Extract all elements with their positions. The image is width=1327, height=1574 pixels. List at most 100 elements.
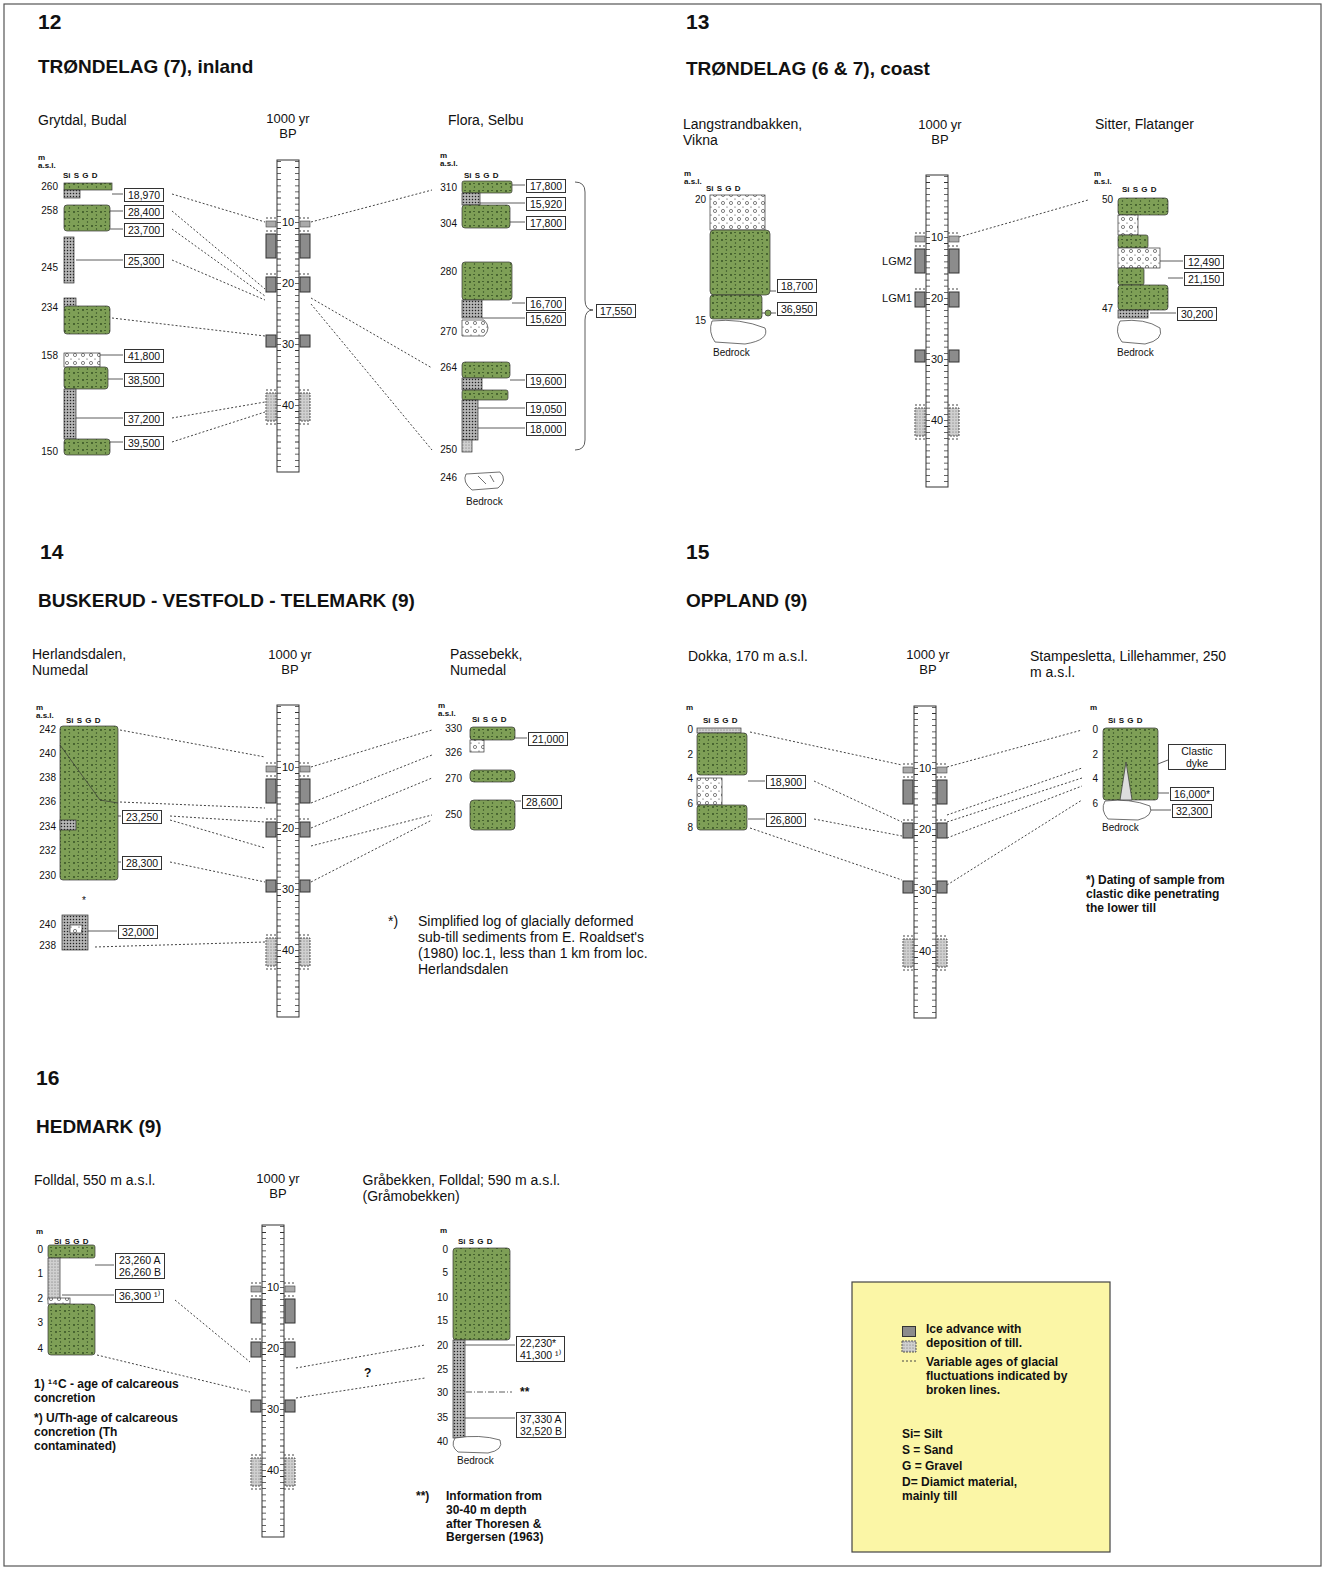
age-tick: 30 [918, 884, 932, 897]
page-frame [4, 4, 1321, 1566]
strat-log [1118, 215, 1138, 235]
axis-title: 1000 yr BP [911, 118, 969, 148]
legend-panel [852, 1282, 1110, 1552]
elevation-label: 310 [440, 182, 457, 194]
age-tick: 20 [281, 277, 295, 290]
age-tick: 30 [281, 338, 295, 351]
legend-text: Ice advance with deposition of till. [926, 1323, 1081, 1351]
age-tick: 10 [930, 231, 944, 244]
date-text: 17,800 [530, 180, 562, 192]
strat-log [697, 805, 747, 830]
panel-number: 16 [36, 1066, 59, 1090]
elevation-label: 6 [1092, 798, 1098, 810]
footnote: **) [416, 1490, 429, 1504]
axis-unit: m [440, 1227, 447, 1235]
footnote: *) Dating of sample from clastic dike pe… [1086, 874, 1226, 915]
elevation-label: 250 [440, 444, 457, 456]
age-tick: 10 [281, 216, 295, 229]
footnote: Simplified log of glacially deformed sub… [418, 913, 648, 977]
date-box: 23,250 [122, 810, 162, 824]
date-box: 18,970 [124, 188, 164, 202]
strat-log [1103, 800, 1151, 820]
strat-log [64, 183, 112, 190]
grain-size-scale: Si S G D [63, 171, 98, 180]
elevation-label: 2 [687, 749, 693, 761]
elevation-label: 240 [39, 748, 56, 760]
elevation-label: 230 [39, 870, 56, 882]
date-text: 32,300 [1176, 805, 1208, 817]
panel-title: OPPLAND (9) [686, 590, 807, 612]
grain-size-scale: Si S G D [1122, 185, 1157, 194]
correlation-line [296, 1345, 425, 1398]
grain-size-scale: Si S G D [54, 1237, 89, 1246]
date-text: 21,000 [532, 733, 564, 745]
axis-unit: m [36, 1228, 43, 1236]
correlation-line [311, 190, 432, 450]
time-scale [915, 175, 959, 487]
elevation-label: 40 [437, 1436, 448, 1448]
elevation-label: 8 [687, 822, 693, 834]
date-text: 15,620 [530, 313, 562, 325]
date-box: 28,400 [124, 205, 164, 219]
bedrock-label: Bedrock [1102, 822, 1139, 834]
time-scale [266, 160, 310, 472]
site-name: Herlandsdalen, Numedal [32, 646, 152, 678]
date-box: 32,300 [1172, 804, 1212, 818]
elevation-label: 10 [437, 1292, 448, 1304]
date-box: 19,600 [526, 374, 566, 388]
strat-log [64, 237, 74, 283]
axis-title: 1000 yr BP [249, 1172, 307, 1202]
panel-title: BUSKERUD - VESTFOLD - TELEMARK (9) [38, 590, 415, 612]
date-text: 28,400 [128, 206, 160, 218]
date-box: 18,000 [526, 422, 566, 436]
site-name: Dokka, 170 m a.s.l. [688, 648, 808, 664]
footnote: 1) ¹⁴C - age of calcareous concretion [34, 1378, 194, 1406]
elevation-label: 6 [687, 798, 693, 810]
elevation-label: 2 [1092, 749, 1098, 761]
elevation-label: 326 [445, 747, 462, 759]
date-box: 38,500 [124, 373, 164, 387]
elevation-label: 50 [1102, 194, 1113, 206]
elevation-label: 20 [695, 194, 706, 206]
correlation-line [311, 730, 432, 882]
date-text: 36,300 ¹⁾ [119, 1290, 160, 1302]
date-text: 37,200 [128, 413, 160, 425]
elevation-label: 3 [37, 1317, 43, 1329]
leader-line [88, 738, 765, 931]
site-name: Folldal, 550 m a.s.l. [34, 1172, 155, 1188]
date-box: 39,500 [124, 436, 164, 450]
elevation-label: 270 [440, 326, 457, 338]
date-box: 22,230*41,300 ¹⁾ [516, 1336, 565, 1362]
date-text: 16,000* [1174, 788, 1210, 800]
age-tick: 10 [266, 1281, 280, 1294]
date-text: 28,600 [526, 796, 558, 808]
strat-log [64, 306, 110, 334]
strat-log [710, 195, 765, 230]
legend-key: G = Gravel [902, 1460, 962, 1474]
date-box: 36,950 [777, 302, 817, 316]
date-text: 30,200 [1181, 308, 1213, 320]
date-text: 16,700 [530, 298, 562, 310]
date-box: 41,800 [124, 349, 164, 363]
age-tick: 40 [930, 414, 944, 427]
date-box: 26,800 [766, 813, 806, 827]
age-tick: 30 [266, 1403, 280, 1416]
strat-log [478, 475, 494, 484]
date-box: 28,600 [522, 795, 562, 809]
elevation-label: * [82, 895, 86, 907]
date-text: 37,330 A [520, 1413, 562, 1425]
date-text: 32,000 [122, 926, 154, 938]
axis-title: 1000 yr BP [261, 648, 319, 678]
strat-log [453, 1248, 510, 1340]
date-box: 15,620 [526, 312, 566, 326]
site-name: Grytdal, Budal [38, 112, 127, 128]
strat-log [470, 727, 515, 740]
age-tick: 20 [266, 1342, 280, 1355]
age-tick: 40 [266, 1464, 280, 1477]
date-text: 23,700 [128, 224, 160, 236]
strat-log [64, 205, 110, 231]
strat-log [60, 820, 76, 830]
date-text: 41,800 [128, 350, 160, 362]
strat-log [462, 378, 482, 390]
